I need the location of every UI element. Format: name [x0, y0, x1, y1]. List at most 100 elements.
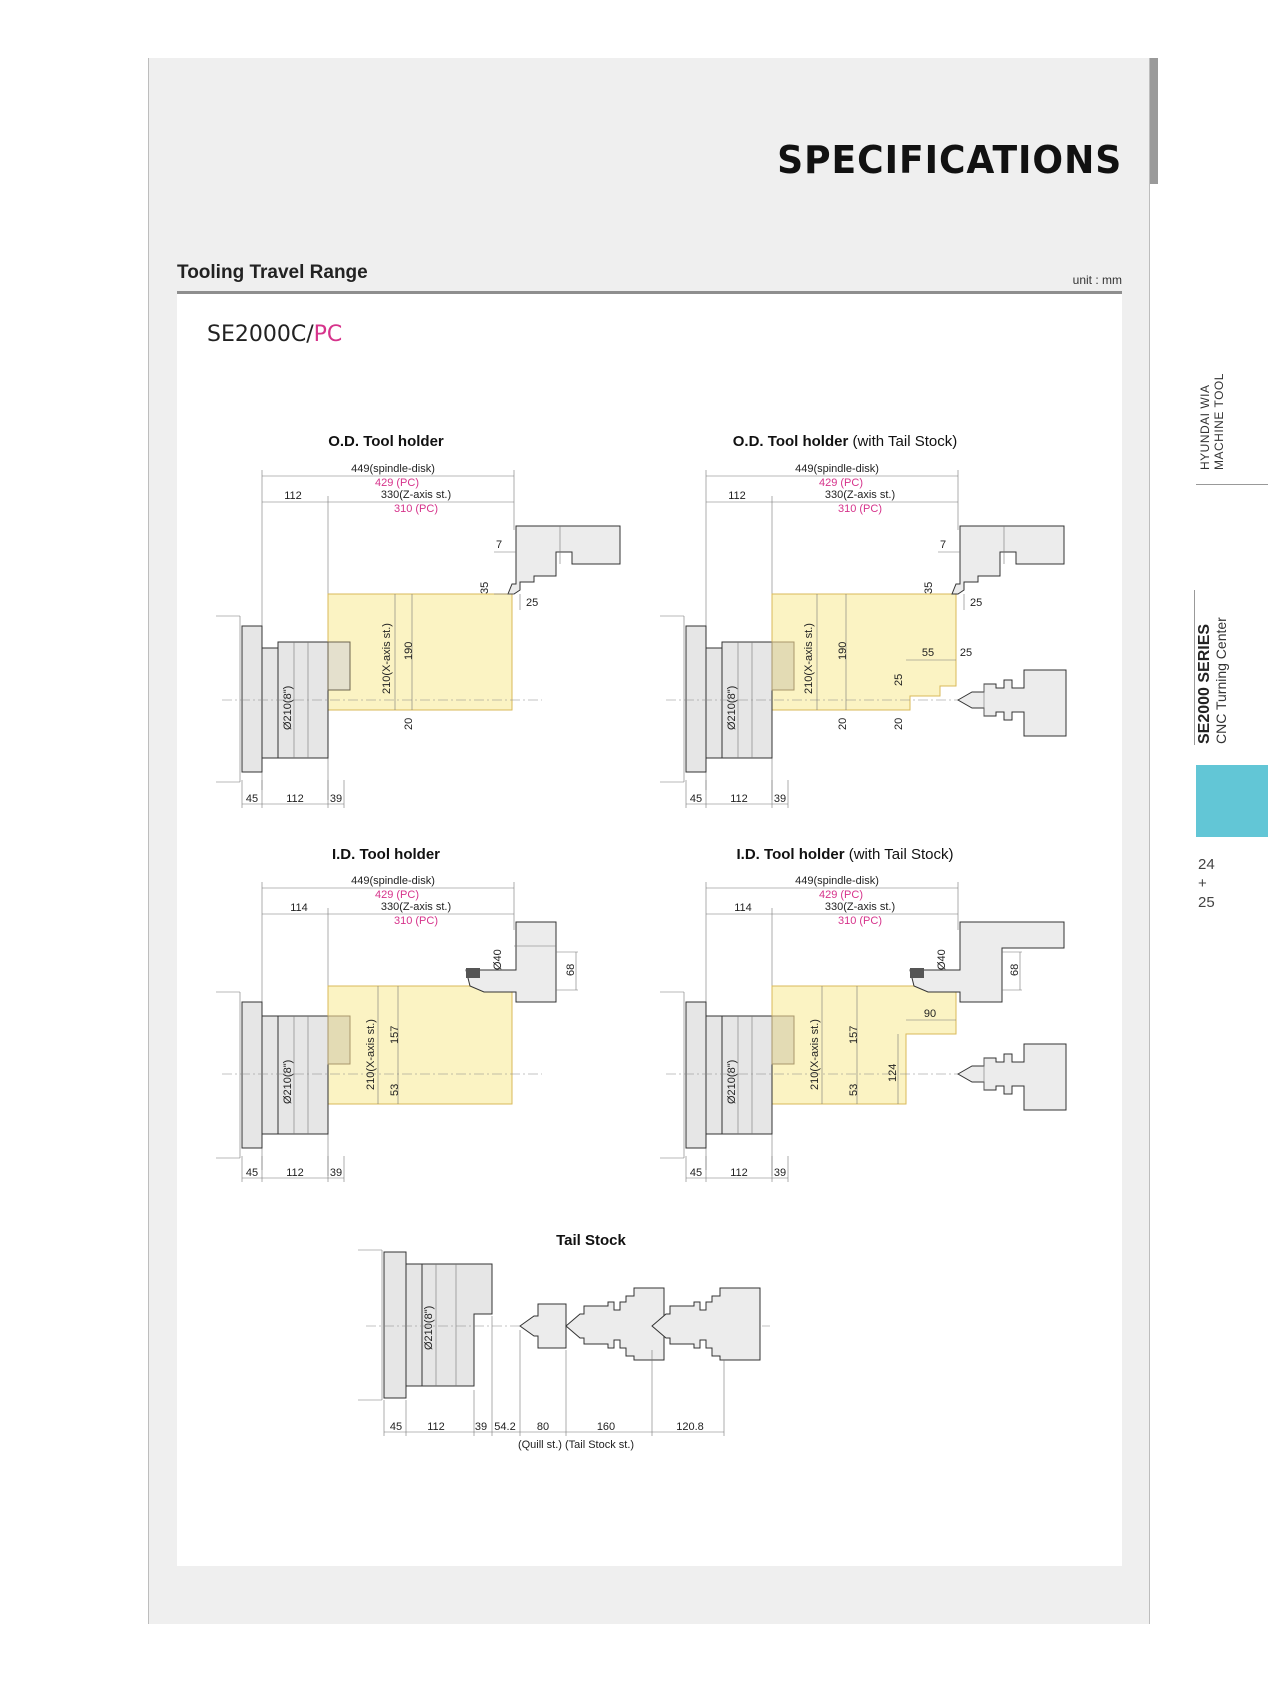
diagram-tail-stock: Tail Stock Ø210(8") 45 112 39: [358, 1232, 770, 1451]
od-tool-holder: [507, 525, 621, 595]
id-dim-157: 157: [389, 1026, 401, 1044]
od-title: O.D. Tool holder: [328, 433, 444, 450]
id-dim-z-pc: 310 (PC): [394, 915, 438, 927]
svg-text:Tail Stock: Tail Stock: [556, 1232, 626, 1249]
svg-text:O.D. Tool holder: O.D. Tool holder: [328, 433, 444, 450]
odts-dim-20: 20: [837, 718, 849, 730]
od-bottom-45: 45: [246, 793, 258, 805]
idts-bottom-39: 39: [774, 1167, 786, 1179]
odts-tool-holder: [951, 525, 1065, 595]
id-bottom-45: 45: [246, 1167, 258, 1179]
brand-line2: MACHINE TOOL: [1212, 373, 1226, 470]
section-title: Tooling Travel Range: [177, 262, 368, 283]
tail-dim-160: 160: [597, 1421, 615, 1433]
series-divider: [1194, 590, 1195, 745]
odts-tailstock: [956, 669, 1067, 737]
od-dim-left: 112: [284, 490, 302, 502]
idts-dim-157: 157: [848, 1026, 860, 1044]
tail-body-advanced: [651, 1287, 761, 1361]
id-dim-z: 330(Z-axis st.): [381, 901, 451, 913]
page-title: SPECIFICATIONS: [776, 138, 1122, 182]
brand-divider: [1196, 484, 1268, 485]
od-dim-spindle: 449(spindle-disk): [351, 463, 435, 475]
svg-text:I.D. Tool holder (with Tail St: I.D. Tool holder (with Tail Stock): [737, 846, 954, 863]
idts-bottom-45: 45: [690, 1167, 702, 1179]
id-dim-53: 53: [389, 1084, 401, 1096]
tail-dim-45: 45: [390, 1421, 402, 1433]
idts-dim-53: 53: [848, 1084, 860, 1096]
od-dim-z-pc: 310 (PC): [394, 503, 438, 515]
series-subtitle: CNC Turning Center: [1213, 617, 1229, 744]
odts-bottom-45: 45: [690, 793, 702, 805]
tail-quill-retracted: [519, 1303, 567, 1349]
odts-bottom-39: 39: [774, 793, 786, 805]
id-dim-spindle: 449(spindle-disk): [351, 875, 435, 887]
odts-dim-55: 55: [922, 647, 934, 659]
idts-dim-z: 330(Z-axis st.): [825, 901, 895, 913]
odts-bottom-112: 112: [730, 793, 748, 805]
page-from: 24: [1198, 856, 1215, 873]
idts-travel-zone: [771, 985, 957, 1105]
id-travel-zone: [327, 985, 513, 1105]
page-to: 25: [1198, 894, 1215, 911]
tail-chuck-label: Ø210(8"): [423, 1306, 435, 1350]
corner-bar: [1150, 58, 1158, 184]
tail-dim-120-8: 120.8: [676, 1421, 704, 1433]
diagram-id-tool-holder-tailstock: I.D. Tool holder (with Tail Stock) 449(s…: [660, 846, 1067, 1182]
od-bottom-112: 112: [286, 793, 304, 805]
od-dim-7: 7: [496, 539, 502, 551]
idts-chuck-label: Ø210(8"): [726, 1060, 738, 1104]
odts-dim-190: 190: [837, 642, 849, 660]
model-name: SE2000C/: [207, 322, 314, 347]
idts-dim-40: Ø40: [936, 949, 948, 970]
tail-dim-39: 39: [475, 1421, 487, 1433]
id-dim-40: Ø40: [492, 949, 504, 970]
idts-dim-spindle-pc: 429 (PC): [819, 889, 863, 901]
idts-dim-124: 124: [887, 1064, 899, 1082]
odts-dim-35: 35: [923, 582, 935, 594]
odts-dim-spindle: 449(spindle-disk): [795, 463, 879, 475]
id-dim-spindle-pc: 429 (PC): [375, 889, 419, 901]
odts-dim-25: 25: [970, 597, 982, 609]
tail-dim-80: 80: [537, 1421, 549, 1433]
unit-note: unit : mm: [1072, 273, 1122, 287]
odts-dim-z: 330(Z-axis st.): [825, 489, 895, 501]
odts-dim-left: 112: [728, 490, 746, 502]
section-divider: [177, 291, 1122, 294]
odts-travel-zone: [771, 593, 957, 711]
odts-dim-spindle-pc: 429 (PC): [819, 477, 863, 489]
id-chuck-label: Ø210(8"): [282, 1060, 294, 1104]
odts-dim-z-pc: 310 (PC): [838, 503, 882, 515]
diagram-od-tool-holder-tailstock: O.D. Tool holder (with Tail Stock) 449(s…: [660, 433, 1067, 808]
tail-title: Tail Stock: [556, 1232, 626, 1249]
idts-dim-z-pc: 310 (PC): [838, 915, 882, 927]
idts-tool-holder: [909, 921, 1065, 1003]
id-dim-left: 114: [290, 902, 308, 914]
section-tab[interactable]: [1196, 765, 1268, 837]
brand-line1: HYUNDAI WIA: [1198, 384, 1212, 470]
model-title: SE2000C/PC: [207, 322, 342, 347]
diagram-id-tool-holder: I.D. Tool holder 449(spindle-disk) 429 (…: [216, 846, 578, 1182]
idts-dim-90: 90: [924, 1008, 936, 1020]
idts-title: I.D. Tool holder: [737, 846, 845, 863]
odts-suffix: (with Tail Stock): [848, 433, 957, 450]
svg-text:O.D. Tool holder (with Tail St: O.D. Tool holder (with Tail Stock): [733, 433, 957, 450]
page-sep: +: [1198, 875, 1207, 892]
tail-dim-112: 112: [427, 1421, 445, 1433]
odts-dim-25b: 25: [960, 647, 972, 659]
idts-tailstock: [956, 1043, 1067, 1111]
odts-dim-25c: 25: [893, 674, 905, 686]
od-dim-35: 35: [479, 582, 491, 594]
diagram-od-tool-holder: O.D. Tool holder 449(spindle-disk) 429 (…: [216, 433, 621, 808]
id-title: I.D. Tool holder: [332, 846, 440, 863]
series-name: SE2000 SERIES: [1196, 623, 1213, 744]
id-dim-x: 210(X-axis st.): [365, 1019, 377, 1090]
odts-dim-7: 7: [940, 539, 946, 551]
tail-quill-extended: [565, 1287, 665, 1361]
idts-dim-left: 114: [734, 902, 752, 914]
od-bottom-39: 39: [330, 793, 342, 805]
idts-dim-68: 68: [1009, 964, 1021, 976]
page-number: 24 + 25: [1198, 855, 1215, 912]
idts-suffix: (with Tail Stock): [845, 846, 954, 863]
